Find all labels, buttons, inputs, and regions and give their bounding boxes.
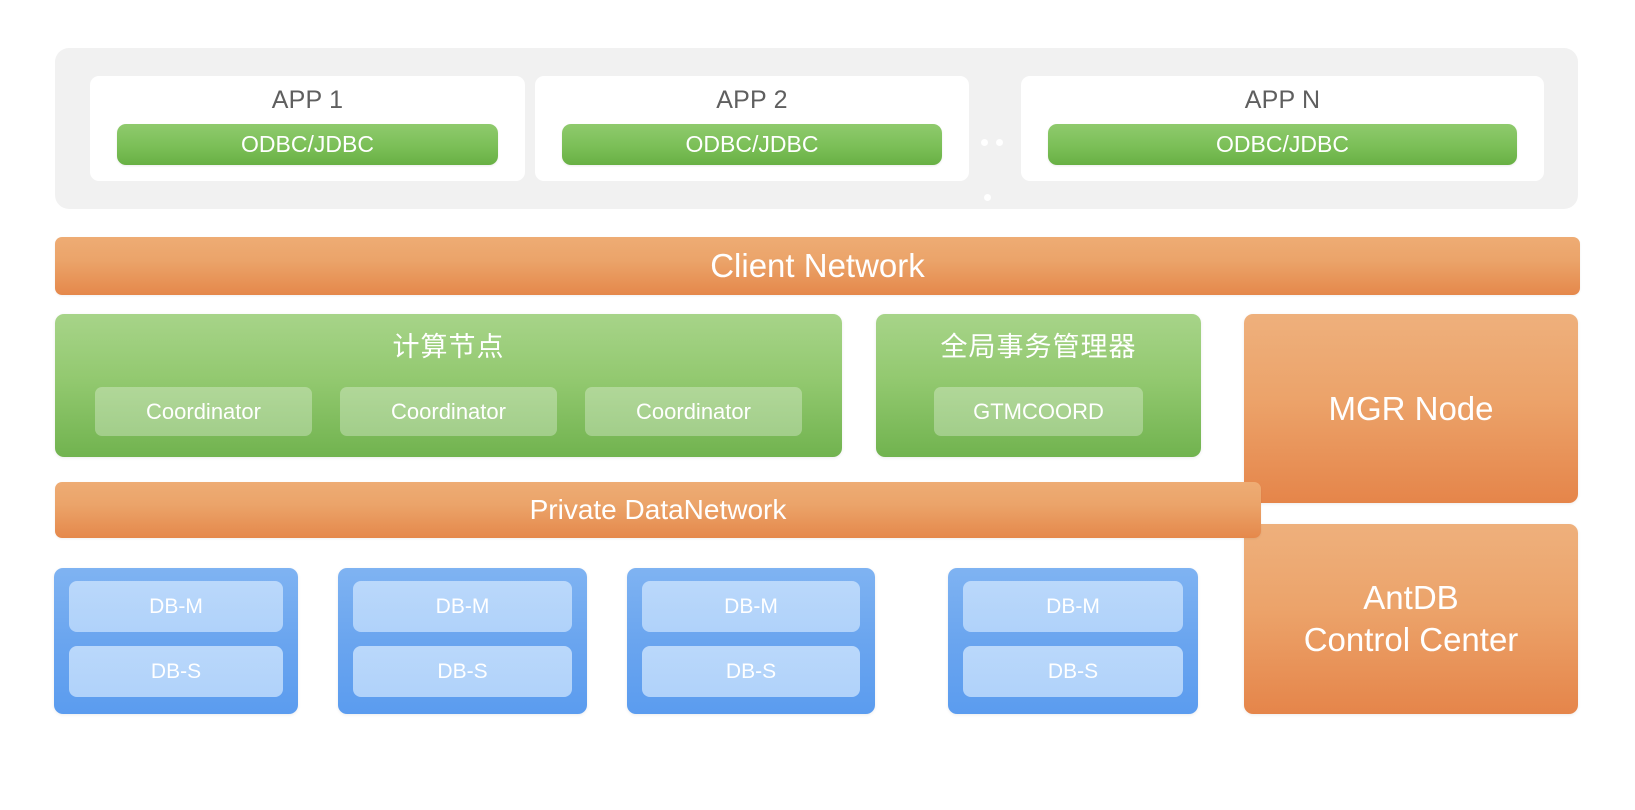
ellipsis-dot xyxy=(981,139,988,146)
client-network-banner: Client Network xyxy=(55,237,1580,295)
application-band: APP 1 ODBC/JDBC APP 2 ODBC/JDBC APP N OD… xyxy=(55,48,1578,209)
antdb-control-center-card[interactable]: AntDB Control Center xyxy=(1244,524,1578,714)
db-group-2[interactable]: DB-M DB-S xyxy=(338,568,587,714)
app-title: APP N xyxy=(1244,86,1321,114)
app-card-1[interactable]: APP 1 ODBC/JDBC xyxy=(90,76,525,181)
db-slave-3[interactable]: DB-S xyxy=(642,646,860,697)
gtmcoord-node[interactable]: GTMCOORD xyxy=(934,387,1143,436)
db-slave-1[interactable]: DB-S xyxy=(69,646,283,697)
ellipsis-dots-icon xyxy=(977,136,1017,150)
db-master-3[interactable]: DB-M xyxy=(642,581,860,632)
antdb-control-center-line1: AntDB xyxy=(1363,579,1459,616)
antdb-control-center-line2: Control Center xyxy=(1303,621,1519,658)
coordinator-node-1[interactable]: Coordinator xyxy=(95,387,312,436)
db-group-4[interactable]: DB-M DB-S xyxy=(948,568,1198,714)
ellipsis-dot-lower xyxy=(984,194,991,201)
app-title: APP 2 xyxy=(716,86,788,114)
mgr-node-card[interactable]: MGR Node xyxy=(1244,314,1578,503)
db-master-4[interactable]: DB-M xyxy=(963,581,1183,632)
db-group-1[interactable]: DB-M DB-S xyxy=(54,568,298,714)
db-master-1[interactable]: DB-M xyxy=(69,581,283,632)
coordinator-node-3[interactable]: Coordinator xyxy=(585,387,802,436)
global-transaction-manager-block: 全局事务管理器 GTMCOORD xyxy=(876,314,1201,457)
app-title: APP 1 xyxy=(271,86,344,114)
coordinator-node-2[interactable]: Coordinator xyxy=(340,387,557,436)
odbc-jdbc-pill[interactable]: ODBC/JDBC xyxy=(1048,124,1517,165)
compute-node-block: 计算节点 Coordinator Coordinator Coordinator xyxy=(55,314,842,457)
private-datanetwork-banner: Private DataNetwork xyxy=(55,482,1261,538)
gtm-title: 全局事务管理器 xyxy=(940,332,1137,362)
odbc-jdbc-pill[interactable]: ODBC/JDBC xyxy=(562,124,942,165)
db-slave-2[interactable]: DB-S xyxy=(353,646,572,697)
app-card-2[interactable]: APP 2 ODBC/JDBC xyxy=(535,76,969,181)
db-slave-4[interactable]: DB-S xyxy=(963,646,1183,697)
compute-node-title: 计算节点 xyxy=(392,332,505,362)
odbc-jdbc-pill[interactable]: ODBC/JDBC xyxy=(117,124,498,165)
mgr-node-label: MGR Node xyxy=(1328,389,1494,427)
gtm-row: GTMCOORD xyxy=(934,387,1143,436)
ellipsis-dot xyxy=(996,139,1003,146)
coordinator-row: Coordinator Coordinator Coordinator xyxy=(95,387,802,436)
antdb-control-center-label: AntDB Control Center xyxy=(1304,577,1519,661)
db-group-3[interactable]: DB-M DB-S xyxy=(627,568,875,714)
app-card-n[interactable]: APP N ODBC/JDBC xyxy=(1021,76,1544,181)
db-master-2[interactable]: DB-M xyxy=(353,581,572,632)
